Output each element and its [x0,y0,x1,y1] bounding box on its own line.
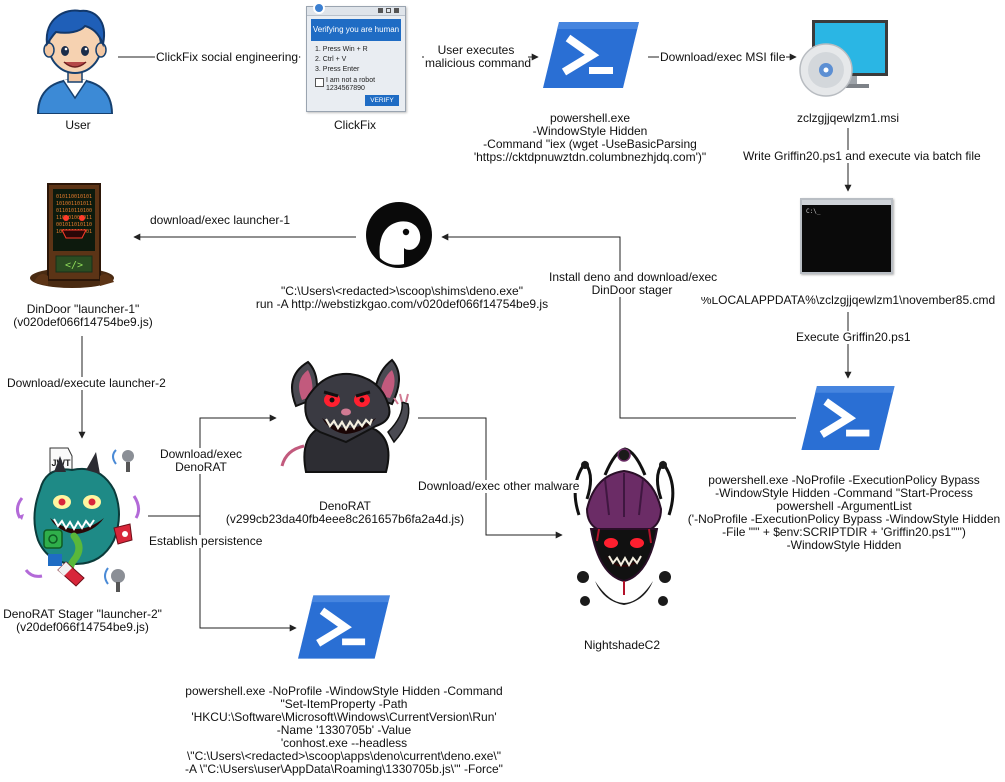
clickfix-dialog: Verifying you are human 1. Press Win + R… [306,2,406,112]
cmd-titlebar [802,200,891,205]
stager-label: DenoRAT Stager "launcher-2" (v20def066f1… [3,607,162,634]
cmd-window: C:\_ [800,198,893,274]
denorat-stager-icon: JWT [15,447,141,592]
powershell-2-command: powershell.exe -NoProfile -ExecutionPoli… [687,473,1001,552]
edge-label-download-launcher2: Download/execute launcher-2 [6,376,167,390]
close-icon [394,8,399,13]
dindoor-icon: 010110010101 101001101011 011010110100 1… [30,183,114,288]
maximize-icon [386,8,391,13]
deno-command: "C:\Users\<redacted>\scoop\shims\deno.ex… [255,284,549,311]
powershell-icon [298,595,390,659]
deno-logo-icon [366,202,432,268]
edge-label-user-executes: User executes malicious command [424,43,532,70]
step-2: 2. Ctrl + V [315,56,347,63]
powershell-3-command: powershell.exe -NoProfile -WindowStyle H… [185,684,503,776]
powershell-1-command: powershell.exe -WindowStyle Hidden -Comm… [473,111,707,164]
dindoor-label: DinDoor "launcher-1" (v020def066f14754be… [13,302,153,329]
minimize-icon [378,8,383,13]
user-icon [36,9,114,114]
screen-line: 010110010101 [56,194,92,200]
cloud-icon [313,2,325,14]
robot-checkbox[interactable] [315,78,324,87]
edge-label-download-denorat: Download/exec DenoRAT [156,448,246,474]
screen-line: 101001101011 [56,201,92,207]
edge-ps2-to-deno [441,233,796,419]
msi-installer-icon [799,20,888,97]
edge-label-install-deno: Install deno and download/exec DinDoor s… [548,270,718,297]
clickfix-label: ClickFix [334,118,376,132]
edge-denorat-to-nightshade [418,417,563,539]
robot-checkbox-label: I am not a robot [326,77,376,84]
verify-button[interactable]: VERIFY [365,95,399,106]
edge-label-download-other: Download/exec other malware [417,479,581,493]
powershell-icon [801,385,895,451]
edge-label-establish-persistence: Establish persistence [148,534,264,548]
step-1: 1. Press Win + R [315,46,368,53]
nightshade-icon [573,447,675,606]
denorat-rat-icon [280,358,410,473]
edge-label-execute-griffin: Execute Griffin20.ps1 [795,330,912,344]
user-label: User [65,118,91,132]
window-chrome [307,2,405,16]
cmd-label: %LOCALAPPDATA%\zclzgjjqewlzm1\november85… [700,293,996,307]
screen-line: 001011010110 [56,222,92,228]
nightshade-label: NightshadeC2 [583,638,661,652]
denorat-label: DenoRAT (v299cb23da40fb4eee8c261657b6fa2… [225,499,465,526]
edge-stager-to-ps3 [199,516,297,632]
code-sign: </> [65,260,83,271]
powershell-icon [543,22,639,88]
screen-line: 110101001011 [56,215,92,221]
dialog-title: Verifying you are human [311,19,401,41]
edge-label-download-msi: Download/exec MSI file [659,50,787,64]
screen-line: 011010110100 [56,208,92,214]
step-3: 3. Press Enter [315,66,360,73]
clickfix-steps: 1. Press Win + R 2. Ctrl + V 3. Press En… [315,45,368,75]
clickfix-code: 1234567890 [326,85,365,92]
cmd-prompt: C:\_ [806,208,821,215]
edge-label-download-launcher1: download/exec launcher-1 [149,213,292,227]
msi-label: zclzgjjqewlzm1.msi [796,111,900,125]
edge-label-clickfix-social: ClickFix social engineering [155,50,300,64]
edge-label-write-griffin: Write Griffin20.ps1 and execute via batc… [742,149,982,163]
